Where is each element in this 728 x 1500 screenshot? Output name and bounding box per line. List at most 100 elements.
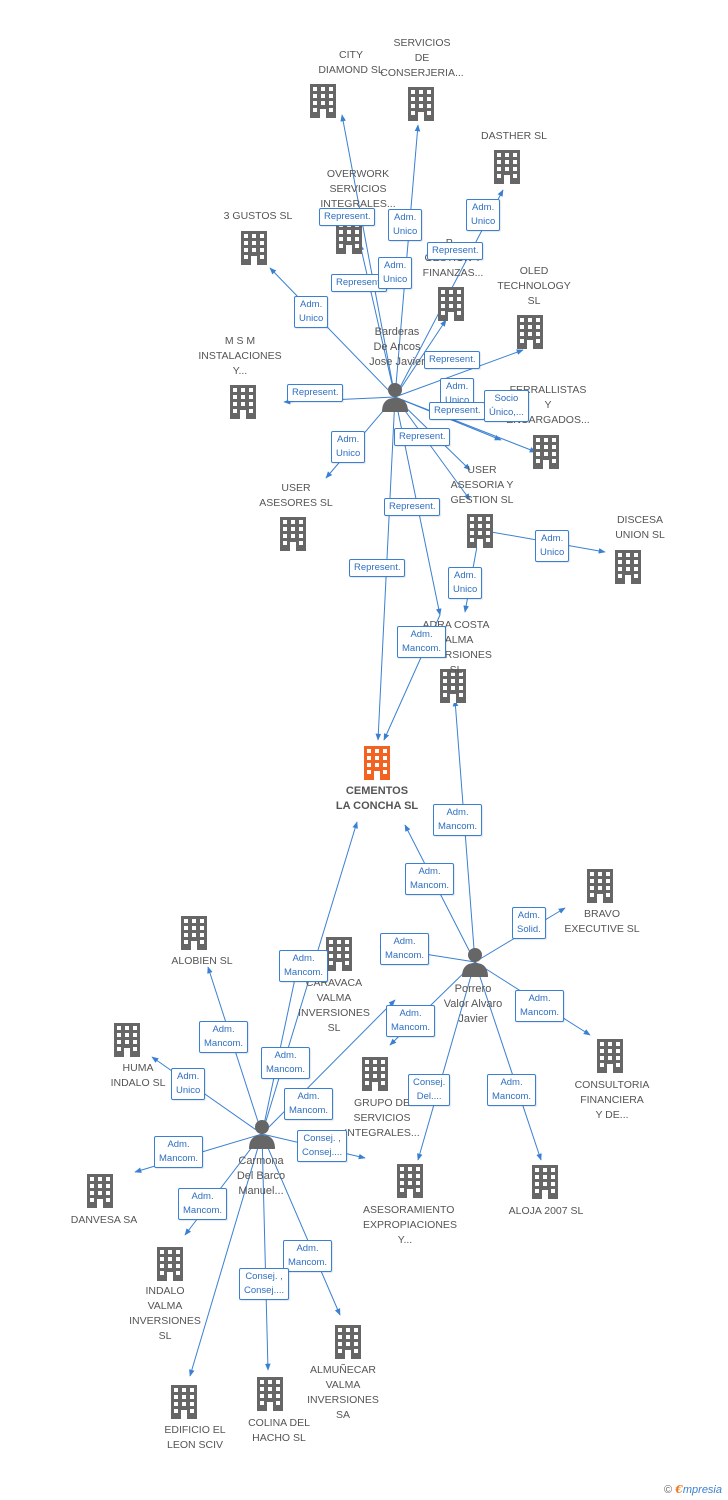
- relationship-label[interactable]: Adm. Mancom.: [386, 1005, 436, 1037]
- edge-line: [394, 319, 447, 398]
- relationship-label[interactable]: Adm. Mancom.: [397, 626, 447, 658]
- company-building-icon[interactable]: [494, 150, 520, 184]
- company-building-icon[interactable]: [310, 84, 336, 118]
- company-building-icon[interactable]: [181, 916, 207, 950]
- relationship-label[interactable]: Represent.: [319, 208, 376, 226]
- edge-line: [189, 1133, 263, 1377]
- relationship-label[interactable]: Consej. , Consej....: [297, 1130, 348, 1162]
- relationship-label[interactable]: Adm. Unico: [466, 199, 501, 231]
- relationship-label[interactable]: Adm. Unico: [448, 567, 483, 599]
- company-building-icon[interactable]: [335, 1325, 361, 1359]
- company-label-oled[interactable]: OLED TECHNOLOGY SL: [497, 265, 571, 307]
- relationship-label[interactable]: Represent.: [394, 428, 451, 446]
- relationship-label[interactable]: Adm. Mancom.: [261, 1047, 311, 1079]
- relationship-label[interactable]: Adm. Mancom.: [284, 1088, 334, 1120]
- relationship-label[interactable]: Adm. Mancom.: [380, 933, 430, 965]
- company-building-icon[interactable]: [280, 517, 306, 551]
- edge-line: [151, 1056, 263, 1135]
- company-label-msm[interactable]: M S M INSTALACIONES Y...: [198, 335, 282, 377]
- edge-line: [394, 396, 471, 501]
- person-label-porrero[interactable]: Porrero Valor Alvaro Javier: [443, 983, 503, 1025]
- center-company-building-icon[interactable]: [364, 746, 390, 780]
- company-building-icon[interactable]: [587, 869, 613, 903]
- relationship-label[interactable]: Adm. Mancom.: [279, 950, 329, 982]
- company-building-icon[interactable]: [87, 1174, 113, 1208]
- edge-line: [261, 1133, 341, 1316]
- company-label-aloja[interactable]: ALOJA 2007 SL: [508, 1205, 584, 1217]
- company-label-edificio[interactable]: EDIFICIO EL LEON SCIV: [164, 1424, 226, 1451]
- company-building-icon[interactable]: [408, 87, 434, 121]
- company-label-almunecar[interactable]: ALMUÑECAR VALMA INVERSIONES SA: [307, 1364, 379, 1421]
- company-building-icon[interactable]: [114, 1023, 140, 1057]
- edge-line: [269, 267, 396, 398]
- company-label-asesoramiento[interactable]: ASESORAMIENTO EXPROPIACIONES Y...: [363, 1204, 457, 1246]
- company-label-userasesoria[interactable]: USER ASESORIA Y GESTION SL: [450, 464, 514, 506]
- relationship-label[interactable]: Represent.: [349, 559, 406, 577]
- company-building-icon[interactable]: [467, 514, 493, 548]
- company-building-icon[interactable]: [157, 1247, 183, 1281]
- company-label-consultoria[interactable]: CONSULTORIA FINANCIERA Y DE...: [574, 1079, 650, 1121]
- company-building-icon[interactable]: [597, 1039, 623, 1073]
- relationship-label[interactable]: Adm. Unico: [378, 257, 413, 289]
- company-label-userasesores[interactable]: USER ASESORES SL: [259, 482, 333, 509]
- relationship-label[interactable]: Adm. Mancom.: [283, 1240, 333, 1272]
- company-label-huma[interactable]: HUMA INDALO SL: [110, 1062, 166, 1089]
- company-label-caravaca[interactable]: CARAVACA VALMA INVERSIONES SL: [298, 977, 370, 1034]
- company-building-icon[interactable]: [615, 550, 641, 584]
- company-building-icon[interactable]: [533, 435, 559, 469]
- person-label-barderas[interactable]: Barderas De Ancos Jose Javier: [369, 326, 425, 368]
- company-building-icon[interactable]: [326, 937, 352, 971]
- person-label-carmona[interactable]: Carmona Del Barco Manuel...: [236, 1155, 286, 1197]
- relationship-label[interactable]: Adm. Unico: [171, 1068, 206, 1100]
- relationship-label[interactable]: Represent.: [424, 351, 481, 369]
- relationship-label[interactable]: Adm. Mancom.: [487, 1074, 537, 1106]
- company-building-icon[interactable]: [532, 1165, 558, 1199]
- company-label-alobien[interactable]: ALOBIEN SL: [171, 955, 233, 967]
- company-building-icon[interactable]: [438, 287, 464, 321]
- company-label-grupo[interactable]: GRUPO DE SERVICIOS INTEGRALES...: [344, 1097, 420, 1139]
- company-building-icon[interactable]: [230, 385, 256, 419]
- company-building-icon[interactable]: [257, 1377, 283, 1411]
- relationship-label[interactable]: Represent.: [429, 402, 486, 420]
- relationship-label[interactable]: Adm. Unico: [331, 431, 366, 463]
- relationship-label[interactable]: Adm. Solid.: [512, 907, 546, 939]
- company-building-icon[interactable]: [171, 1385, 197, 1419]
- relationship-label[interactable]: Adm. Mancom.: [178, 1188, 228, 1220]
- company-label-3gustos[interactable]: 3 GUSTOS SL: [223, 210, 293, 222]
- relationship-label[interactable]: Adm. Unico: [388, 209, 423, 241]
- edge-line: [261, 954, 302, 1135]
- company-label-bravo[interactable]: BRAVO EXECUTIVE SL: [564, 908, 640, 935]
- relationship-label[interactable]: Socio Único,...: [484, 390, 529, 422]
- company-label-servicios[interactable]: SERVICIOS DE CONSERJERIA...: [380, 37, 464, 79]
- edge-line: [394, 349, 524, 398]
- edge-line: [417, 961, 476, 1161]
- edge-line: [474, 961, 542, 1161]
- relationship-label[interactable]: Adm. Unico: [294, 296, 329, 328]
- company-building-icon[interactable]: [397, 1164, 423, 1198]
- footer-brand: © €mpresia: [664, 1483, 722, 1496]
- relationship-label[interactable]: Represent.: [427, 242, 484, 260]
- relationship-label[interactable]: Adm. Mancom.: [199, 1021, 249, 1053]
- company-label-colina[interactable]: COLINA DEL HACHO SL: [248, 1417, 310, 1444]
- company-building-icon[interactable]: [362, 1057, 388, 1091]
- company-label-indalo[interactable]: INDALO VALMA INVERSIONES SL: [129, 1285, 201, 1342]
- company-label-city[interactable]: CITY DIAMOND SL: [318, 49, 384, 76]
- relationship-label[interactable]: Adm. Mancom.: [433, 804, 483, 836]
- relationship-label[interactable]: Consej. , Consej....: [239, 1268, 290, 1300]
- relationship-label[interactable]: Adm. Mancom.: [405, 863, 455, 895]
- relationship-label[interactable]: Adm. Mancom.: [515, 990, 565, 1022]
- relationship-label[interactable]: Consej. Del....: [408, 1074, 451, 1106]
- center-company-label[interactable]: CEMENTOS LA CONCHA SL: [335, 785, 419, 812]
- relationship-label[interactable]: Adm. Unico: [535, 530, 570, 562]
- edge-line: [340, 114, 396, 398]
- company-label-overwork[interactable]: OVERWORK SERVICIOS INTEGRALES...: [320, 168, 396, 210]
- company-label-discesa[interactable]: DISCESA UNION SL: [615, 514, 665, 541]
- relationship-label[interactable]: Represent.: [384, 498, 441, 516]
- company-label-dasther[interactable]: DASTHER SL: [481, 130, 547, 142]
- copyright-symbol: ©: [664, 1484, 673, 1496]
- company-building-icon[interactable]: [517, 315, 543, 349]
- company-label-danvesa[interactable]: DANVESA SA: [70, 1214, 138, 1226]
- relationship-label[interactable]: Represent.: [287, 384, 344, 402]
- relationship-label[interactable]: Adm. Mancom.: [154, 1136, 204, 1168]
- company-building-icon[interactable]: [241, 231, 267, 265]
